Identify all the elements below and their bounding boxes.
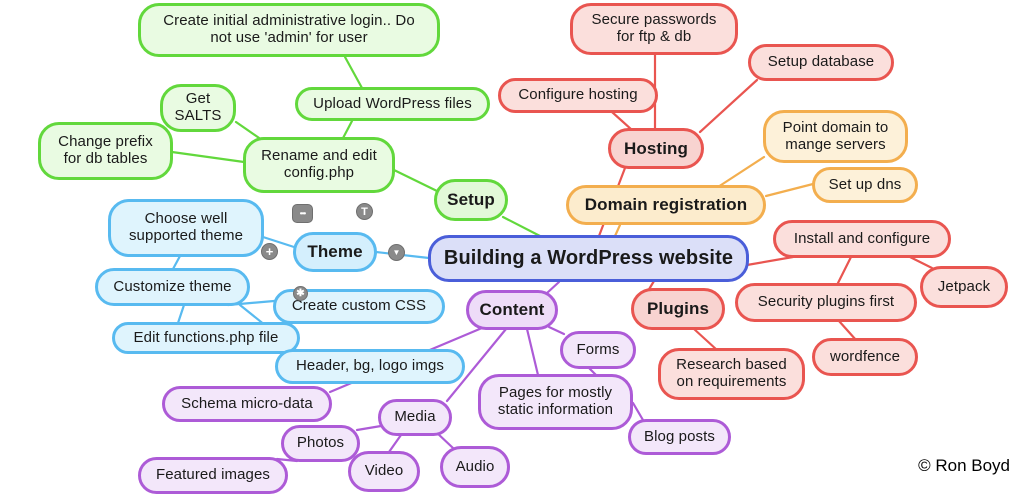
edge-security-wordfence bbox=[837, 319, 858, 342]
node-video[interactable]: Video bbox=[348, 451, 420, 492]
node-domain-registration[interactable]: Domain registration bbox=[566, 185, 766, 225]
edge-install-security bbox=[835, 255, 853, 287]
node-audio[interactable]: Audio bbox=[440, 446, 510, 488]
node-get-salts[interactable]: Get SALTS bbox=[160, 84, 236, 132]
text-tool-icon[interactable]: T bbox=[356, 203, 373, 220]
node-schema-micro-data[interactable]: Schema micro-data bbox=[162, 386, 332, 422]
node-theme[interactable]: Theme bbox=[293, 232, 377, 272]
node-install-and-configure[interactable]: Install and configure bbox=[773, 220, 951, 258]
node-blog-posts[interactable]: Blog posts bbox=[628, 419, 731, 455]
node-set-up-dns[interactable]: Set up dns bbox=[812, 167, 918, 203]
edge-media-photos bbox=[355, 424, 383, 432]
edge-confighosting-hosting bbox=[610, 110, 634, 132]
edge-install-center bbox=[745, 255, 795, 267]
node-configure-hosting[interactable]: Configure hosting bbox=[498, 78, 658, 113]
node-plugins[interactable]: Plugins bbox=[631, 288, 725, 330]
node-upload-wordpress-files[interactable]: Upload WordPress files bbox=[295, 87, 490, 121]
node-rename-config[interactable]: Rename and edit config.php bbox=[243, 137, 395, 193]
edge-rename-setup bbox=[392, 168, 439, 193]
node-media[interactable]: Media bbox=[378, 399, 452, 436]
node-content[interactable]: Content bbox=[466, 290, 558, 330]
node-pages-static[interactable]: Pages for mostly static information bbox=[478, 374, 633, 430]
edge-media-video bbox=[387, 433, 403, 454]
node-featured-images[interactable]: Featured images bbox=[138, 457, 288, 494]
chevron-down-icon[interactable]: ▼ bbox=[388, 244, 405, 261]
edge-domainreg-dns bbox=[764, 182, 815, 198]
node-jetpack[interactable]: Jetpack bbox=[920, 266, 1008, 308]
edge-customize-editfunctions bbox=[176, 303, 186, 325]
node-center-title[interactable]: Building a WordPress website bbox=[428, 235, 749, 282]
node-setup[interactable]: Setup bbox=[434, 179, 508, 221]
edge-prefix-rename bbox=[170, 150, 246, 164]
node-create-admin-login[interactable]: Create initial administrative login.. Do… bbox=[138, 3, 440, 57]
edge-content-pages bbox=[525, 327, 540, 377]
node-setup-database[interactable]: Setup database bbox=[748, 44, 894, 81]
edge-create-upload bbox=[343, 55, 364, 90]
edge-pages-blogposts bbox=[631, 401, 645, 422]
edge-choose-customize bbox=[171, 254, 182, 271]
node-wordfence[interactable]: wordfence bbox=[812, 338, 918, 376]
node-choose-theme[interactable]: Choose well supported theme bbox=[108, 199, 264, 257]
ellipsis-icon[interactable]: ••• bbox=[292, 204, 313, 223]
node-forms[interactable]: Forms bbox=[560, 331, 636, 369]
node-edit-functions[interactable]: Edit functions.php file bbox=[112, 322, 300, 354]
edge-install-jetpack bbox=[908, 255, 934, 270]
node-hosting[interactable]: Hosting bbox=[608, 128, 704, 169]
node-research-based[interactable]: Research based on requirements bbox=[658, 348, 805, 400]
edge-domainreg-pointdomain bbox=[716, 155, 766, 189]
add-node-icon[interactable]: + bbox=[261, 243, 278, 260]
node-change-prefix[interactable]: Change prefix for db tables bbox=[38, 122, 173, 180]
edge-setup-center bbox=[501, 215, 542, 238]
node-point-domain[interactable]: Point domain to mange servers bbox=[763, 110, 908, 163]
node-photos[interactable]: Photos bbox=[281, 425, 360, 462]
edge-setupdb-hosting bbox=[698, 78, 759, 134]
node-security-plugins-first[interactable]: Security plugins first bbox=[735, 283, 917, 322]
edge-content-media bbox=[445, 327, 508, 403]
edge-center-content bbox=[545, 280, 561, 295]
edge-domainreg-center bbox=[613, 223, 622, 238]
node-header-imgs[interactable]: Header, bg, logo imgs bbox=[275, 349, 465, 384]
edge-content-forms bbox=[547, 325, 566, 336]
edge-upload-rename bbox=[340, 119, 354, 142]
edge-theme-choose bbox=[261, 235, 296, 249]
style-icon[interactable]: ✱ bbox=[293, 286, 308, 301]
copyright-text: © Ron Boyd bbox=[918, 456, 1010, 475]
edge-plugins-research bbox=[692, 327, 719, 352]
node-create-custom-css[interactable]: Create custom CSS bbox=[273, 289, 445, 324]
node-customize-theme[interactable]: Customize theme bbox=[95, 268, 250, 306]
node-secure-passwords[interactable]: Secure passwords for ftp & db bbox=[570, 3, 738, 55]
